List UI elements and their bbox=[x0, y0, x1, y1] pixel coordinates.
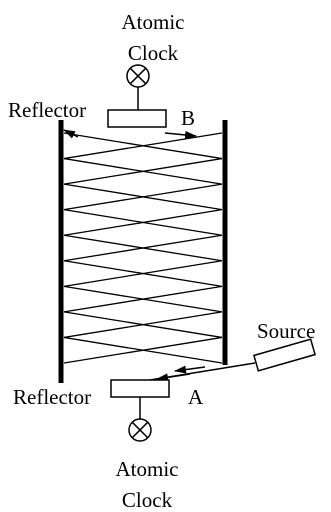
bottom-atomic-clock-icon bbox=[128, 397, 152, 442]
light-ray-segment bbox=[63, 209, 223, 236]
light-ray-segment bbox=[63, 336, 223, 364]
light-ray-segment bbox=[63, 183, 223, 211]
light-ray-segment bbox=[63, 285, 223, 313]
top-clock-label-line1: Atomic bbox=[122, 10, 185, 34]
light-ray-segment bbox=[63, 260, 223, 287]
top-right-arrow bbox=[164, 130, 197, 139]
bottom-arrow-upper bbox=[174, 365, 206, 374]
point-a-label: A bbox=[188, 385, 204, 409]
top-clock-label-line2: Clock bbox=[128, 41, 179, 65]
bottom-clock-label-line1: Atomic bbox=[116, 457, 179, 481]
light-path-zigzag bbox=[63, 132, 223, 364]
light-ray-segment bbox=[63, 311, 223, 339]
bottom-reflector bbox=[110, 379, 170, 398]
top-reflector-label: Reflector bbox=[8, 98, 86, 122]
point-b-label: B bbox=[181, 106, 195, 130]
bottom-arrow-lower bbox=[156, 373, 191, 382]
top-reflector bbox=[107, 109, 167, 128]
source-label: Source bbox=[257, 319, 315, 343]
top-atomic-clock-icon bbox=[126, 64, 150, 110]
bottom-clock-label-line2: Clock bbox=[122, 488, 173, 512]
top-left-arrow bbox=[63, 129, 79, 139]
bottom-reflector-label: Reflector bbox=[13, 385, 91, 409]
light-source bbox=[253, 338, 316, 372]
light-ray-segment bbox=[63, 234, 223, 262]
light-ray-segment bbox=[63, 157, 223, 185]
